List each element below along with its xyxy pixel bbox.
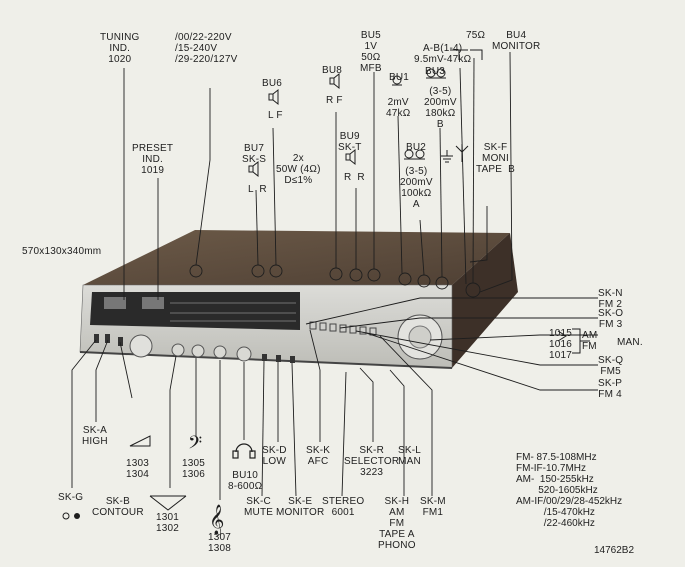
label-bu1: BU1 [389,72,410,83]
headphones-icon [232,443,256,459]
label-ske: SK-E MONITOR [276,496,325,518]
man-bracket [572,328,590,354]
spec-line: /22-460kHz [516,518,595,529]
label-voltage: /00/22-220V /15-240V /29-220/127V [175,32,238,65]
label-skk: SK-K AFC [306,445,331,467]
label-bu3-sub: (3-5) 200mV 180kΩ B [424,86,457,130]
label-1301: 1301 1302 [156,512,180,534]
label-bu1-sub: 2mV 47kΩ [386,97,411,119]
label-skf: SK-F MONI TAPE B [476,142,516,175]
label-bu2-sub: (3-5) 200mV 100kΩ A [400,166,433,210]
label-bu4: BU4 MONITOR [492,30,541,52]
spec-line: FM- 87.5-108MHz [516,452,597,463]
label-bu5: BU5 1V 50Ω MFB [360,30,382,74]
label-bu7: BU7 SK-S [242,143,267,165]
label-skb: SK-B CONTOUR [92,496,144,518]
label-75ohm: 75Ω [466,30,486,41]
label-bu6-sub: L F [268,110,283,121]
front-switches [94,334,295,363]
balance-bowtie-icon [149,495,187,511]
antenna-icons [441,49,483,163]
label-bu8: BU8 [322,65,343,76]
label-tuning-ind: TUNING IND. 1020 [100,32,140,65]
tone-knobs [171,343,252,362]
label-stereo: STEREO 6001 [322,496,365,518]
figure-ref: 14762B2 [594,545,635,556]
label-bu8-sub: R F [326,95,343,106]
label-1303: 1303 1304 [126,458,150,480]
label-skl: SK-L MAN [398,445,422,467]
label-bu10: BU10 8-600Ω [228,470,263,492]
label-skd: SK-D LOW [262,445,287,467]
label-bu2: BU2 [406,142,427,153]
cabinet-side [452,233,518,368]
label-preset-ind: PRESET IND. 1019 [132,143,174,176]
label-skq: SK-Q FM5 [598,355,624,377]
label-power: 2x 50W (4Ω) D≤1% [276,153,321,186]
label-man: MAN. [617,337,643,348]
label-skp: SK-P FM 4 [598,378,623,400]
label-bu9: BU9 SK-T [338,131,362,153]
treble-triangle-icon [129,435,151,447]
label-1305: 1305 1306 [182,458,206,480]
label-am-fm: AM FM [582,330,598,352]
spec-line: 520-1605kHz [516,485,598,496]
label-sko: SK-O FM 3 [598,308,624,330]
label-skr: SK-R SELECTOR 3223 [344,445,400,478]
label-antenna-ab: A-B(1-4) 9.5mV-47kΩ [414,43,472,65]
label-bu9-sub: R R [344,172,365,183]
label-bu6: BU6 [262,78,283,89]
preset-indicator [142,297,164,309]
volume-knob [129,334,153,358]
label-man-codes: 1015 1016 1017 [549,328,573,361]
spec-line: AM- 150-255kHz [516,474,594,485]
skg-filled-circle [74,513,80,519]
cabinet-top [83,230,510,285]
speaker-icons [248,72,356,178]
tape-icons [392,68,446,160]
spec-line: AM-IF/00/29/28-452kHz [516,496,623,507]
label-bu3: BU3 [425,66,446,77]
label-skc: SK-C MUTE [244,496,274,518]
treble-clef-icon: 𝄞 [209,504,224,536]
label-skh: SK-H AM FM TAPE A PHONO [378,496,416,551]
label-skn: SK-N FM 2 [598,288,623,310]
label-1307: 1307 1308 [208,532,232,554]
label-skm: SK-M FM1 [420,496,446,518]
label-bu7-sub: L R [248,184,267,195]
spec-line: FM-IF-10.7MHz [516,463,586,474]
dial-scale [170,302,296,322]
label-ska: SK-A HIGH [82,425,108,447]
label-skg: SK-G [58,492,84,503]
tuning-knob-cap [408,325,432,349]
tuning-indicator [104,297,126,309]
spec-line: /15-470kHz [516,507,595,518]
skg-open-circle [62,512,70,520]
label-dimensions: 570x130x340mm [22,246,102,257]
spec-list: FM- 87.5-108MHz FM-IF-10.7MHz AM- 150-25… [516,452,622,529]
leader-lines [71,51,598,500]
bass-clef-icon: 𝄢 [188,433,202,458]
